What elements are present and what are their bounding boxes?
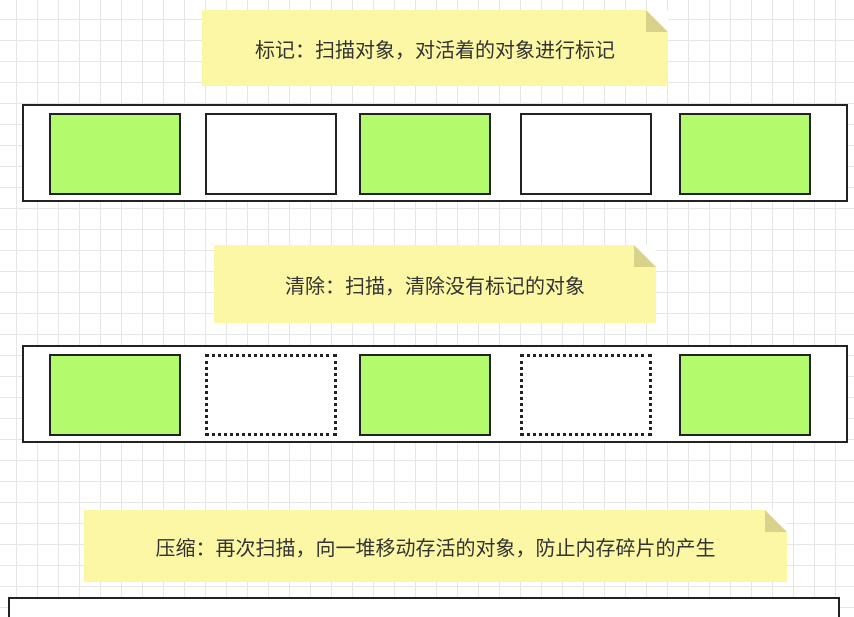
live-object-block xyxy=(49,113,181,195)
compact-step-label: 压缩：再次扫描，向一堆移动存活的对象，防止内存碎片的产生 xyxy=(155,535,716,560)
live-object-block xyxy=(359,113,491,195)
note-fold-corner xyxy=(634,245,656,267)
live-object-block xyxy=(679,113,811,195)
note-fold-corner xyxy=(646,10,668,32)
unmarked-object-block xyxy=(205,113,337,195)
heap-row-compacted xyxy=(8,597,840,617)
freed-object-slot xyxy=(205,354,337,436)
live-object-block xyxy=(359,354,491,436)
freed-object-slot xyxy=(520,354,652,436)
live-object-block xyxy=(49,354,181,436)
sweep-step-note: 清除：扫描，清除没有标记的对象 xyxy=(214,245,656,323)
live-object-block xyxy=(679,354,811,436)
heap-row-swept xyxy=(22,345,848,443)
mark-step-note: 标记：扫描对象，对活着的对象进行标记 xyxy=(202,10,668,86)
mark-step-label: 标记：扫描对象，对活着的对象进行标记 xyxy=(255,37,615,62)
note-fold-corner xyxy=(765,510,787,532)
compact-step-note: 压缩：再次扫描，向一堆移动存活的对象，防止内存碎片的产生 xyxy=(84,510,787,582)
unmarked-object-block xyxy=(520,113,652,195)
heap-row-marked xyxy=(22,104,848,202)
sweep-step-label: 清除：扫描，清除没有标记的对象 xyxy=(285,273,585,298)
